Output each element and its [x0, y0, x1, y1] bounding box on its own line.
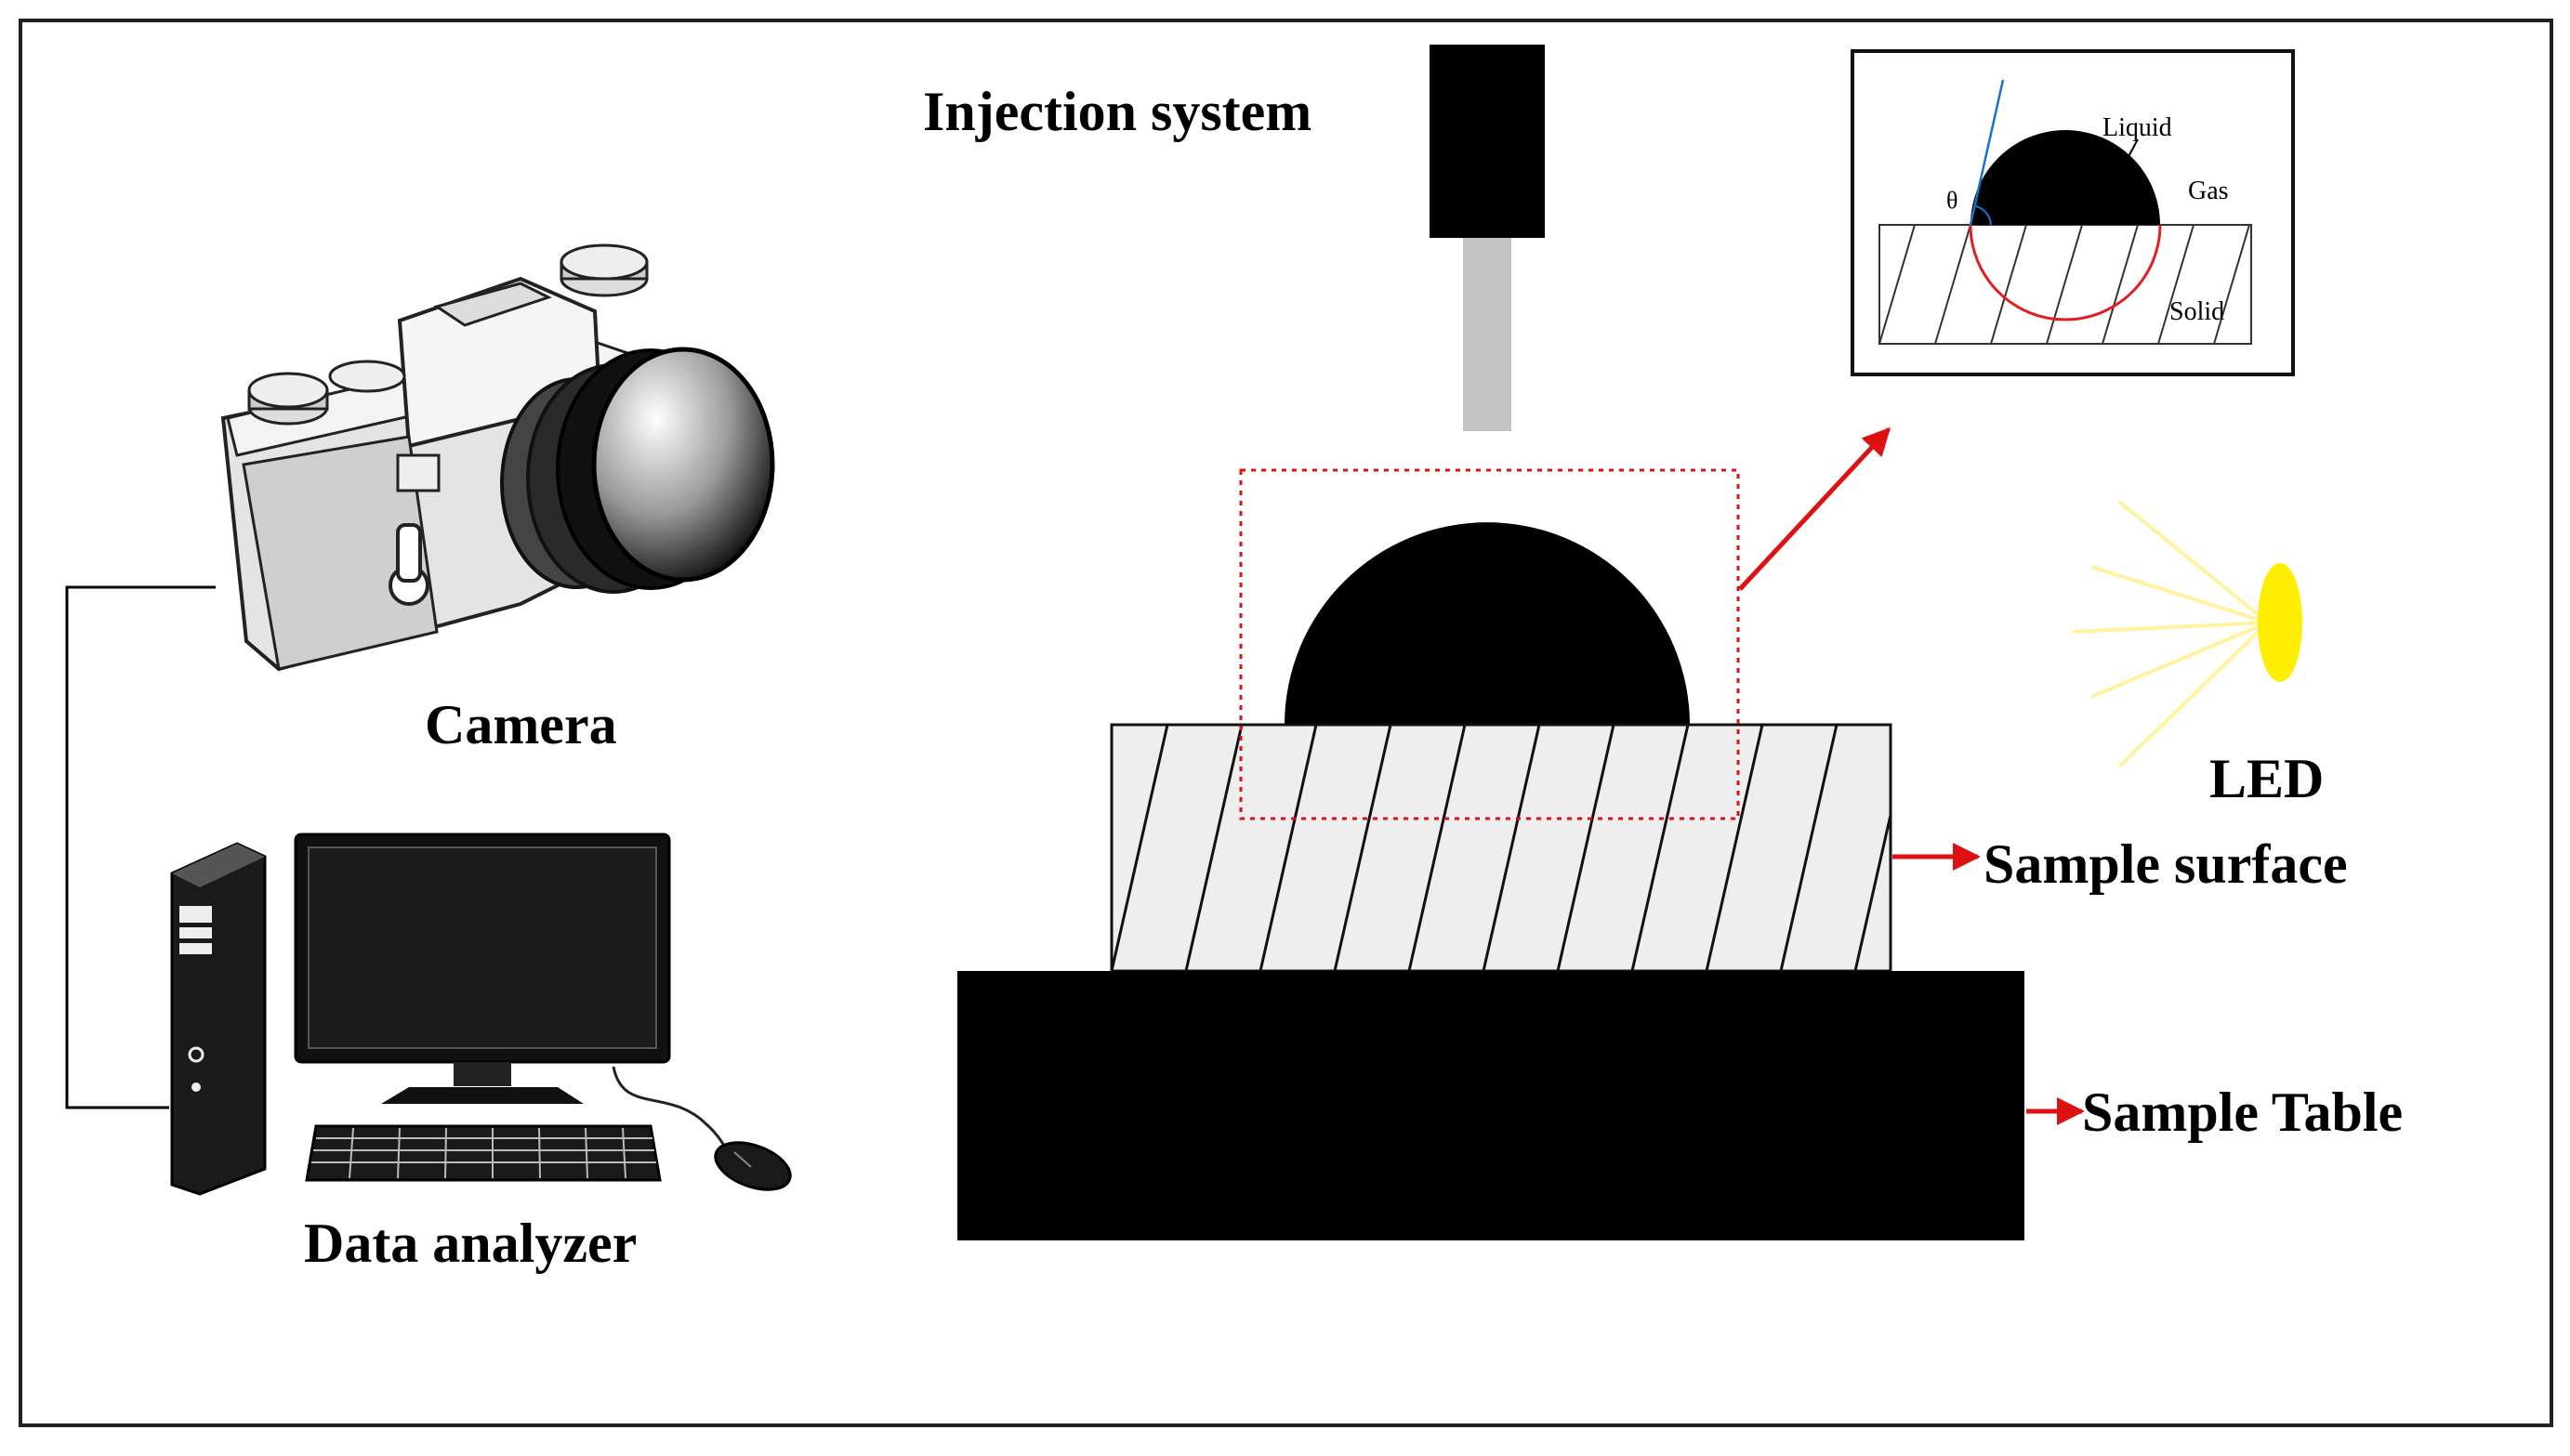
- sample-surface: [1110, 723, 1892, 973]
- label-sample-surface: Sample surface: [1984, 833, 2348, 895]
- injection-needle: [1463, 238, 1511, 431]
- zoom-arrow: [1738, 426, 1891, 591]
- inset-angle-label: θ: [1946, 187, 1957, 214]
- inset-gas-label: Gas: [2188, 177, 2229, 205]
- led-light-icon: [2258, 563, 2302, 682]
- liquid-droplet: [1285, 522, 1690, 725]
- inset-liquid-label: Liquid: [2102, 113, 2172, 142]
- camera-icon: [220, 243, 775, 672]
- inset-liquid-pointer: [2126, 138, 2139, 161]
- label-sample-table: Sample Table: [2082, 1082, 2403, 1143]
- inset-droplet: [1970, 130, 2160, 225]
- label-led: LED: [2209, 748, 2324, 809]
- contact-angle-inset: Liquid Gas Solid θ: [1851, 49, 2295, 376]
- computer-icon: [170, 833, 792, 1196]
- inset-tangent-line: [1969, 79, 2005, 226]
- label-camera: Camera: [425, 694, 617, 755]
- label-injection-system: Injection system: [923, 81, 1311, 142]
- inset-contact-circle: [1969, 224, 2162, 321]
- injection-syringe: [1430, 45, 1545, 238]
- zoom-region: [1239, 468, 1740, 820]
- label-data-analyzer: Data analyzer: [304, 1213, 637, 1274]
- led-rays: [2072, 500, 2270, 768]
- inset-solid-label: Solid: [2169, 297, 2224, 326]
- connection-cable: [65, 585, 216, 1109]
- sample-table: [957, 971, 2024, 1240]
- inset-angle-arc: [1975, 205, 1992, 226]
